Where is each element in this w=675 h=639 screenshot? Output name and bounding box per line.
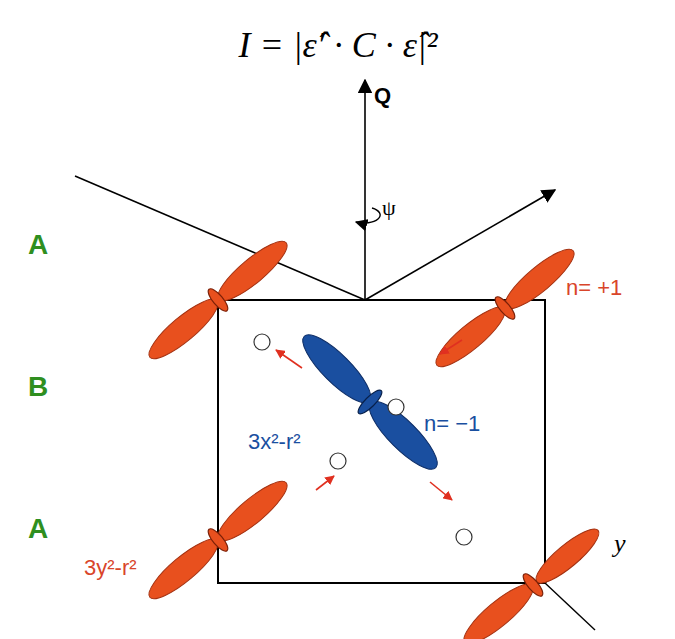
incident-beam (75, 176, 365, 300)
orbital-orange (141, 232, 295, 368)
unit-cell (218, 300, 545, 583)
x-axis (545, 583, 595, 630)
orbital-label: 3x²-r² (248, 430, 301, 454)
layer-label: B (28, 372, 48, 403)
q-label: Q (374, 84, 391, 108)
occupation-label: n= +1 (566, 276, 622, 300)
axis-label: y (614, 530, 626, 559)
layer-label: A (28, 230, 48, 261)
oxygen-site (388, 399, 404, 415)
orbital-label: 3y²-r² (84, 556, 137, 580)
oxygen-site (330, 453, 346, 469)
intensity-formula: I = |ε̂′ · C · ε̂|² (238, 26, 437, 66)
psi-rotation (356, 208, 380, 223)
orbital-orange (141, 472, 295, 608)
orbital-blue (293, 325, 447, 479)
distortion-arrow (440, 340, 462, 354)
distortion-arrow (430, 482, 452, 500)
distortion-arrow (276, 350, 302, 368)
orbital-orange (428, 240, 582, 376)
distortion-arrow (316, 476, 334, 490)
q-vector (364, 80, 366, 300)
oxygen-site (456, 529, 472, 545)
layer-label: A (28, 514, 48, 545)
orbital-orange (456, 520, 607, 639)
oxygen-site (254, 334, 270, 350)
psi-label: ψ (382, 196, 396, 220)
occupation-label: n= −1 (424, 412, 480, 436)
